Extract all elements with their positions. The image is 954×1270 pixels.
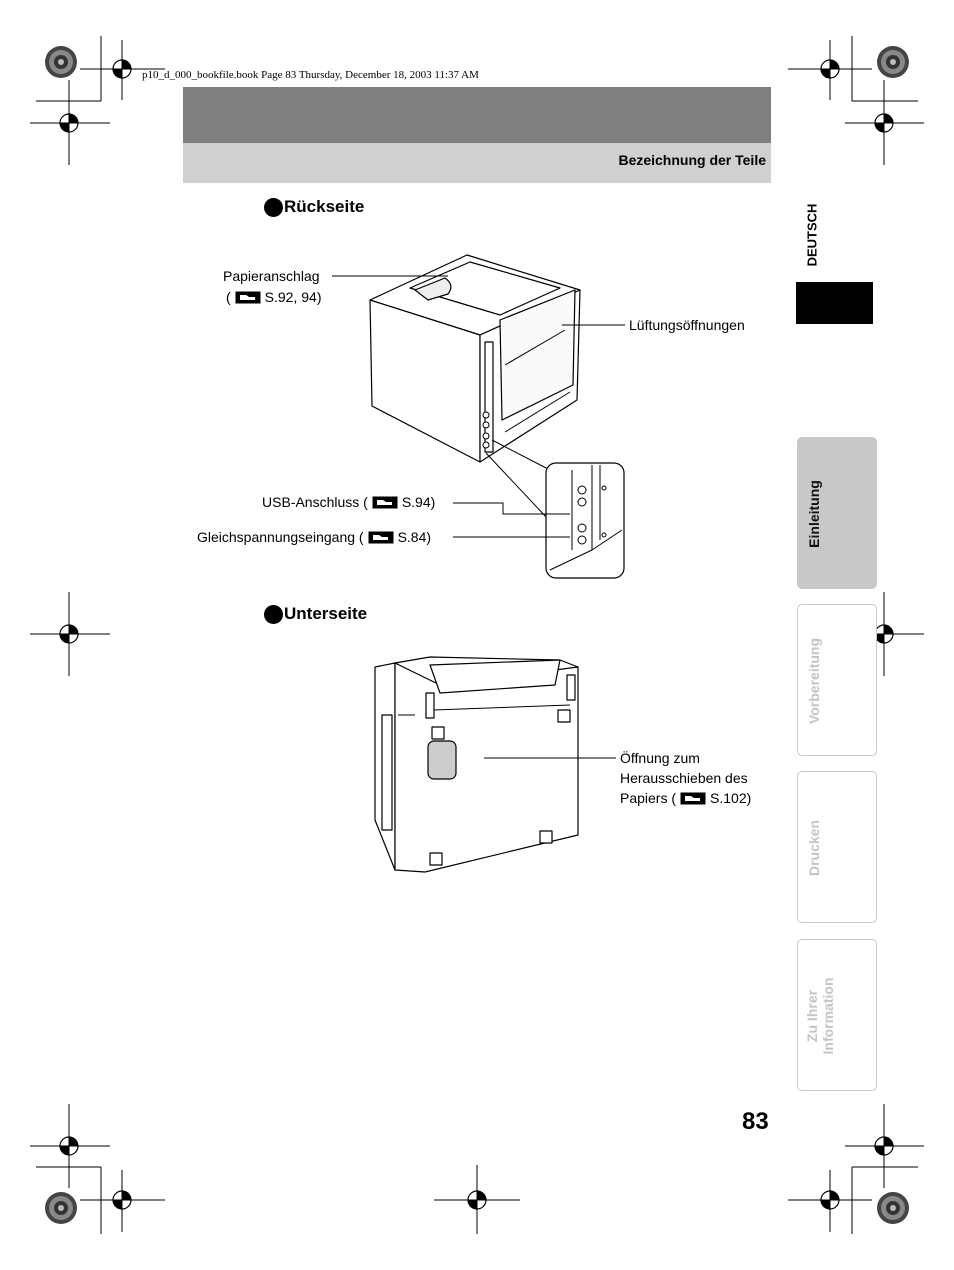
oeffnung-ref-text: S.102) [710,790,752,806]
usb-ref-text: S.94) [401,494,436,510]
bullet-icon [264,604,283,624]
page-reference-icon [368,531,394,543]
label-gleichspannungseingang: Gleichspannungseingang ( S.84) [197,527,431,547]
tab-einleitung[interactable]: Einleitung [797,437,877,589]
page-number: 83 [742,1108,769,1135]
gleich-ref-text: S.84) [397,529,432,545]
tab-drucken[interactable]: Drucken [797,771,877,923]
label-papieranschlag-ref: ( S.92, 94 ) [226,289,322,305]
print-meta-line: p10_d_000_bookfile.book Page 83 Thursday… [142,69,479,81]
tab-label: Vorbereitung [806,637,822,725]
tab-label: Einleitung [806,480,822,548]
language-label: DEUTSCH [794,190,830,280]
header-subbar [183,143,771,183]
usb-label-text: USB-Anschluss ( [262,494,368,510]
language-marker-block [796,282,873,324]
section-title-rueckseite: Rückseite [264,197,364,217]
label-oeffnung-line3: Papiers ( S.102) [620,788,751,808]
page-reference-icon [235,291,261,303]
tab-label: Zu Ihrer Information [804,977,836,1055]
oeffnung-line3-text: Papiers ( [620,790,677,806]
page-reference-icon [372,496,398,508]
tab-zu-ihrer-information[interactable]: Zu Ihrer Information [797,939,877,1091]
section-title-text: Unterseite [284,604,368,623]
bullet-icon [264,197,283,217]
tab-label: Drucken [806,819,822,877]
section-title-unterseite: Unterseite [264,604,367,624]
section-title-text: Rückseite [284,197,365,216]
header-title: Bezeichnung der Teile [618,152,766,168]
label-usb-anschluss: USB-Anschluss ( S.94) [262,492,435,512]
papieranschlag-ref-text: S.92, 94 [264,289,317,305]
printer-bottom-illustration [374,656,579,873]
label-oeffnung-line2: Herausschieben des [620,770,748,786]
tab-vorbereitung[interactable]: Vorbereitung [797,604,877,756]
label-papieranschlag: Papieranschlag [223,268,320,284]
gleich-label-text: Gleichspannungseingang ( [197,529,364,545]
printer-rear-illustration [369,254,625,579]
header-bar [183,87,771,143]
label-lueftungsoeffnungen: Lüftungsöffnungen [629,317,745,333]
label-oeffnung-line1: Öffnung zum [620,750,700,766]
language-label-text: DEUTSCH [804,203,820,267]
page-reference-icon [680,792,706,804]
